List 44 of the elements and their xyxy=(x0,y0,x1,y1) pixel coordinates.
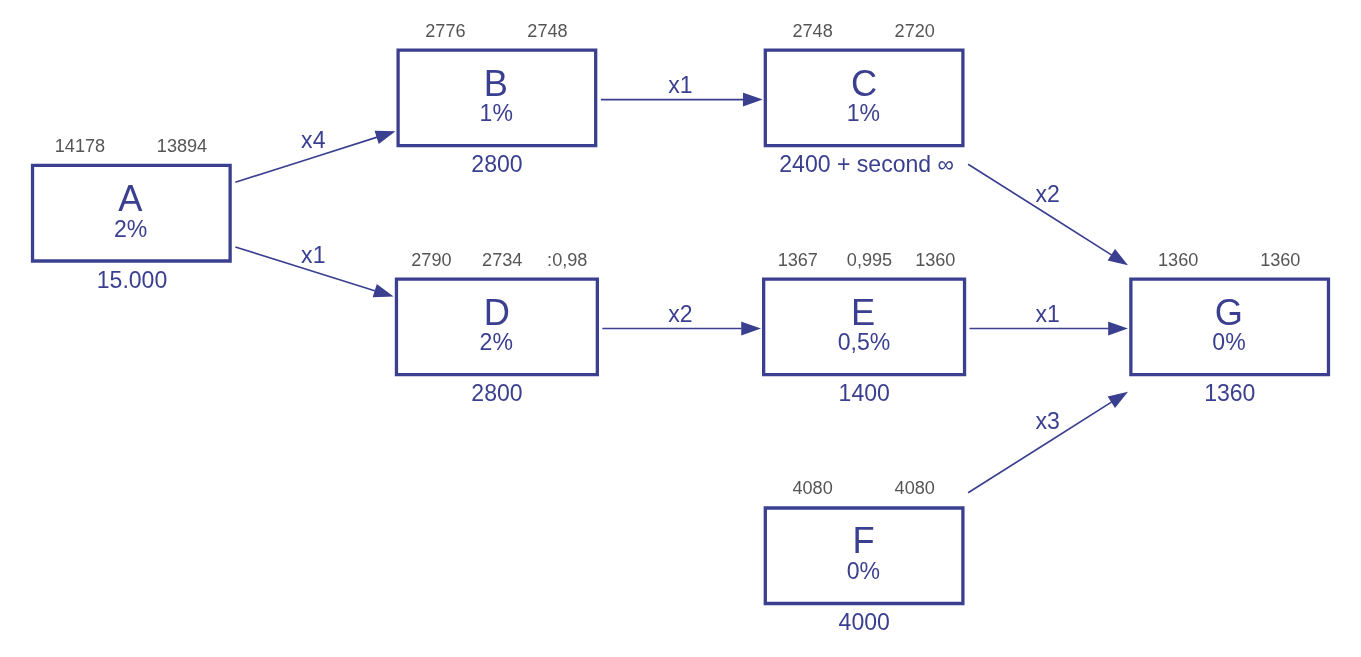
node-box: C 1% xyxy=(763,48,965,148)
node-label: 2800 xyxy=(471,380,523,407)
edge-label: x1 xyxy=(668,72,693,99)
edge-label: x1 xyxy=(1035,301,1060,328)
edge-label: x3 xyxy=(1035,408,1060,435)
node-box: D 2% xyxy=(394,277,599,377)
node-label: 1360 xyxy=(1158,249,1199,270)
node-label: 1367 xyxy=(777,249,818,270)
node-label: 2790 xyxy=(411,249,452,270)
node-label: 4000 xyxy=(838,609,890,636)
node-label: 1360 xyxy=(1204,380,1256,407)
node-box: B 1% xyxy=(396,48,598,148)
node-label: 4080 xyxy=(894,478,935,499)
node-box: F 0% xyxy=(763,506,965,606)
node-label: 2800 xyxy=(471,151,523,178)
edge-label: x2 xyxy=(668,301,693,328)
node-label: 2734 xyxy=(482,249,523,270)
node-label: 2400 + second ∞ xyxy=(779,151,954,178)
arrow xyxy=(968,321,1128,336)
node-label: 13894 xyxy=(156,135,208,156)
arrow xyxy=(967,391,1129,494)
node-label: 2748 xyxy=(527,20,568,41)
arrow xyxy=(967,163,1129,266)
node-label: 2720 xyxy=(894,20,935,41)
node-label: 4080 xyxy=(792,478,833,499)
node-label: 15.000 xyxy=(96,266,168,293)
node-label: 0,995 xyxy=(846,249,893,270)
arrow xyxy=(600,92,763,107)
node-label: 2776 xyxy=(425,20,466,41)
node-box: G 0% xyxy=(1129,277,1331,377)
arrow xyxy=(234,130,396,184)
arrow xyxy=(601,321,761,336)
node-box: E 0,5% xyxy=(762,277,967,377)
node-label: 1360 xyxy=(915,249,956,270)
node-label: 2748 xyxy=(792,20,833,41)
node-label: :0,98 xyxy=(547,249,588,270)
edge-label: x4 xyxy=(301,126,326,153)
node-box: A 2% xyxy=(30,163,232,263)
node-label: 1400 xyxy=(838,380,890,407)
edge-label: x2 xyxy=(1035,181,1060,208)
node-label: 14178 xyxy=(54,135,106,156)
edge-label: x1 xyxy=(301,241,326,268)
node-label: 1360 xyxy=(1260,249,1301,270)
arrow xyxy=(234,246,394,298)
